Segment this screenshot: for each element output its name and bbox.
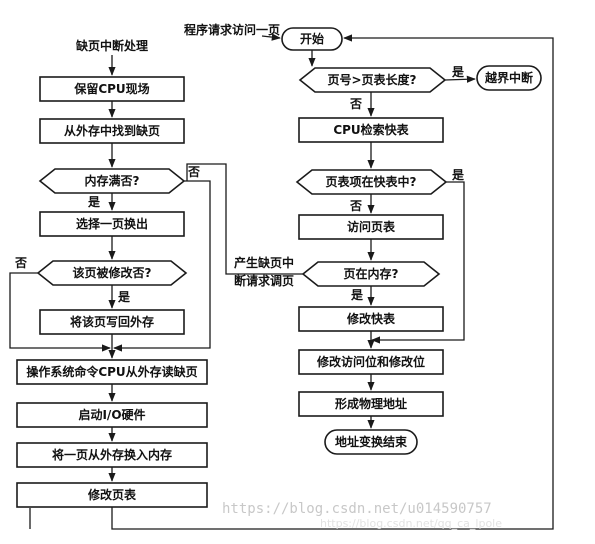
- yes3-right-label: 是: [350, 288, 364, 302]
- edge-request-start: [261, 33, 281, 41]
- select-replace-label: 选择一页换出: [76, 216, 148, 231]
- write-back-label: 将该页写回外存: [70, 314, 154, 329]
- decision-modified: 该页被修改否?: [36, 260, 188, 286]
- save-scene-box: 保留CPU现场: [39, 76, 185, 102]
- yes-out-label: 是: [451, 65, 465, 79]
- yes1-left-label: 是: [87, 195, 101, 209]
- start-io-label: 启动I/O硬件: [78, 407, 145, 422]
- decision-in-fast-table: 页表项在快表中?: [295, 169, 448, 195]
- no1-right-label: 否: [349, 97, 362, 111]
- write-back-box: 将该页写回外存: [39, 309, 185, 335]
- decision-in-memory-label: 页在内存?: [344, 266, 399, 281]
- select-replace-box: 选择一页换出: [39, 211, 185, 237]
- visit-table-label: 访问页表: [347, 219, 396, 234]
- edge-modified-no-loop: [9, 272, 111, 352]
- phys-addr-box: 形成物理地址: [298, 391, 444, 417]
- modify-table-label: 修改页表: [87, 487, 137, 502]
- cpu-search-label: CPU检索快表: [333, 122, 409, 137]
- cpu-search-box: CPU检索快表: [298, 117, 444, 143]
- decision-memory-full: 内存满否?: [38, 168, 186, 194]
- edge-page-fault: [186, 163, 303, 275]
- modify-table-box: 修改页表: [16, 482, 208, 508]
- phys-addr-label: 形成物理地址: [335, 396, 407, 411]
- decision-memory-full-label: 内存满否?: [85, 173, 140, 188]
- visit-table-box: 访问页表: [298, 214, 444, 240]
- out-of-range-label: 越界中断: [484, 70, 533, 85]
- end-label: 地址变换结束: [335, 434, 408, 449]
- swap-in-label: 将一页从外存换入内存: [52, 447, 172, 462]
- edges-left: [9, 55, 211, 482]
- os-command-label: 操作系统命令CPU从外存读缺页: [26, 364, 197, 379]
- decision-modified-label: 该页被修改否?: [73, 265, 152, 280]
- edge-fast-yes-loop: [371, 181, 465, 344]
- end-terminal: 地址变换结束: [324, 429, 418, 455]
- decision-page-length-label: 页号>页表长度?: [327, 72, 416, 87]
- update-fast-box: 修改快表: [298, 306, 444, 332]
- edge-full-no-loop: [113, 180, 211, 352]
- update-bits-box: 修改访问位和修改位: [298, 349, 444, 375]
- decision-in-fast-table-label: 页表项在快表中?: [326, 174, 417, 189]
- os-command-box: 操作系统命令CPU从外存读缺页: [16, 359, 208, 385]
- request-label: 程序请求访问一页: [184, 22, 280, 37]
- start-io-box: 启动I/O硬件: [16, 402, 208, 428]
- out-of-range-terminal: 越界中断: [476, 65, 542, 91]
- watermark-faint: https://blog.csdn.net/qq_ca_lpole: [320, 517, 502, 530]
- decision-in-memory: 页在内存?: [301, 261, 441, 287]
- decision-page-length: 页号>页表长度?: [298, 67, 447, 93]
- edge-return-loop: [111, 34, 554, 530]
- update-bits-label: 修改访问位和修改位: [316, 354, 425, 369]
- page-fault-label-1: 产生缺页中: [234, 255, 294, 270]
- update-fast-label: 修改快表: [346, 311, 396, 326]
- find-page-label: 从外存中找到缺页: [64, 123, 160, 138]
- yes-fast-label: 是: [451, 168, 465, 182]
- watermark-url: https://blog.csdn.net/u014590757: [222, 501, 492, 517]
- section-title: 缺页中断处理: [76, 38, 148, 53]
- yes2-left-label: 是: [117, 290, 131, 304]
- edges-right: [29, 33, 554, 530]
- swap-in-box: 将一页从外存换入内存: [16, 442, 208, 468]
- page-fault-label-2: 断请求调页: [234, 273, 294, 288]
- no2-left-label: 否: [14, 256, 27, 270]
- no1-left-label: 否: [187, 165, 200, 179]
- start-terminal: 开始: [281, 27, 343, 51]
- edge-decision-outrange: [444, 75, 476, 83]
- find-page-box: 从外存中找到缺页: [39, 118, 185, 144]
- save-scene-label: 保留CPU现场: [73, 81, 149, 96]
- no2-right-label: 否: [349, 199, 362, 213]
- start-label: 开始: [300, 31, 324, 46]
